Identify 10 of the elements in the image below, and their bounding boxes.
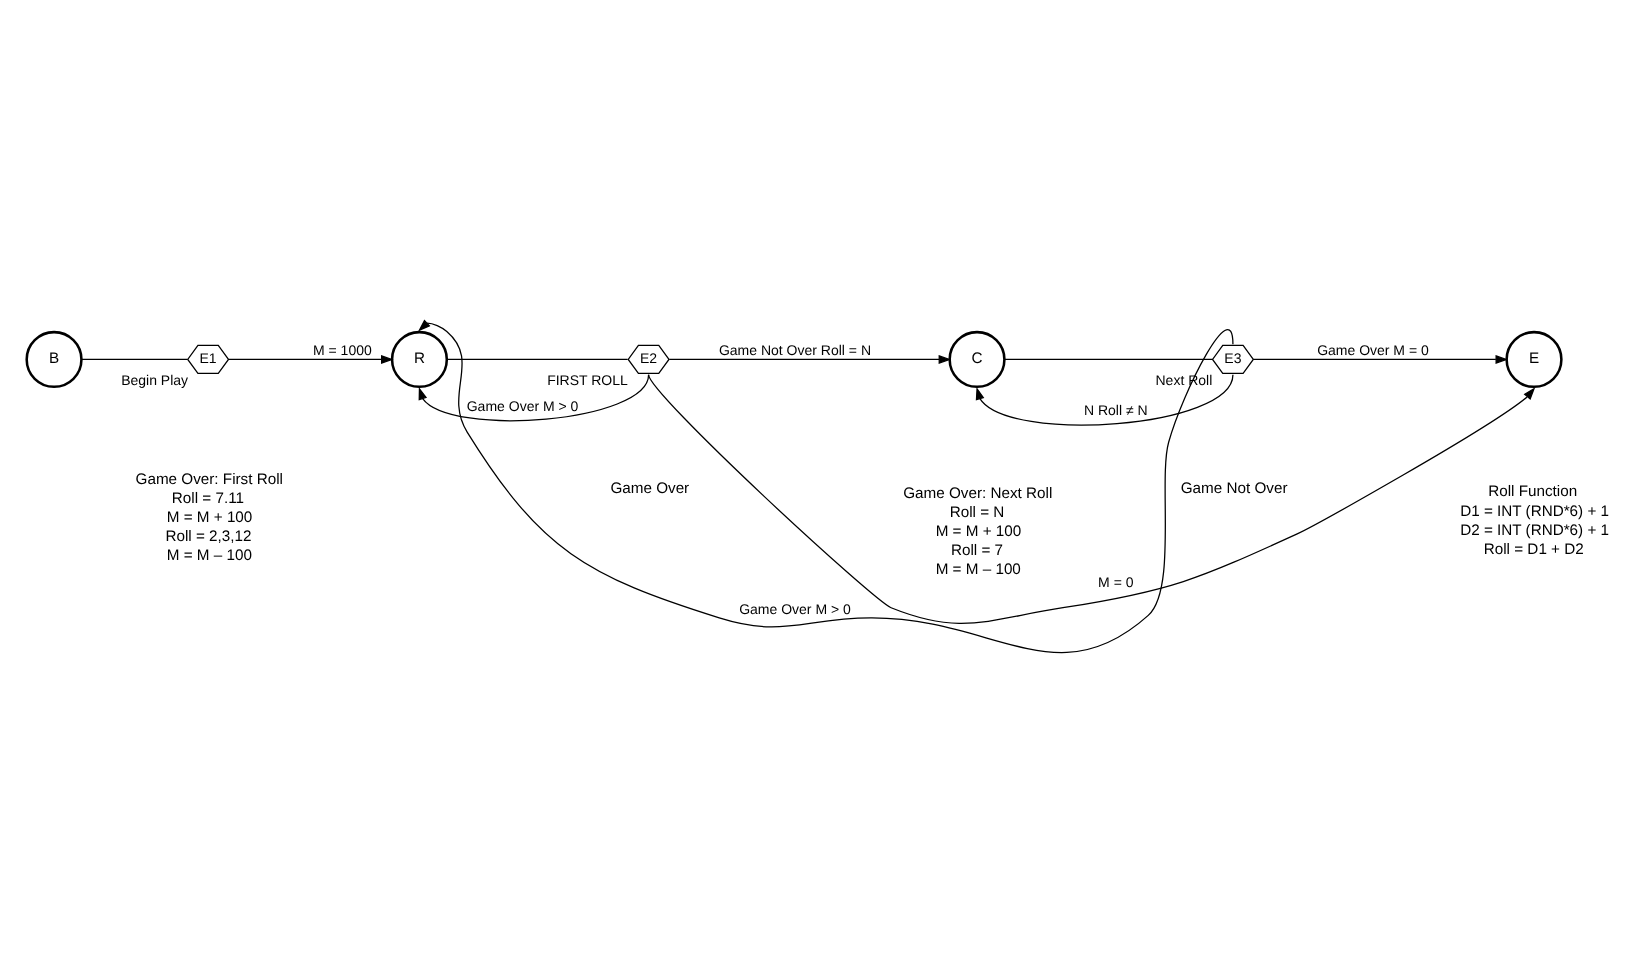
- connector: [445, 357, 628, 360]
- arrow: [667, 354, 951, 363]
- connector: [80, 357, 188, 360]
- connector: [1002, 357, 1213, 360]
- arrow: [646, 373, 1535, 624]
- arrow: [417, 373, 649, 421]
- arrow: [974, 373, 1233, 425]
- arrow: [227, 354, 393, 363]
- arrow: [1251, 354, 1508, 363]
- arrow: [417, 318, 1233, 653]
